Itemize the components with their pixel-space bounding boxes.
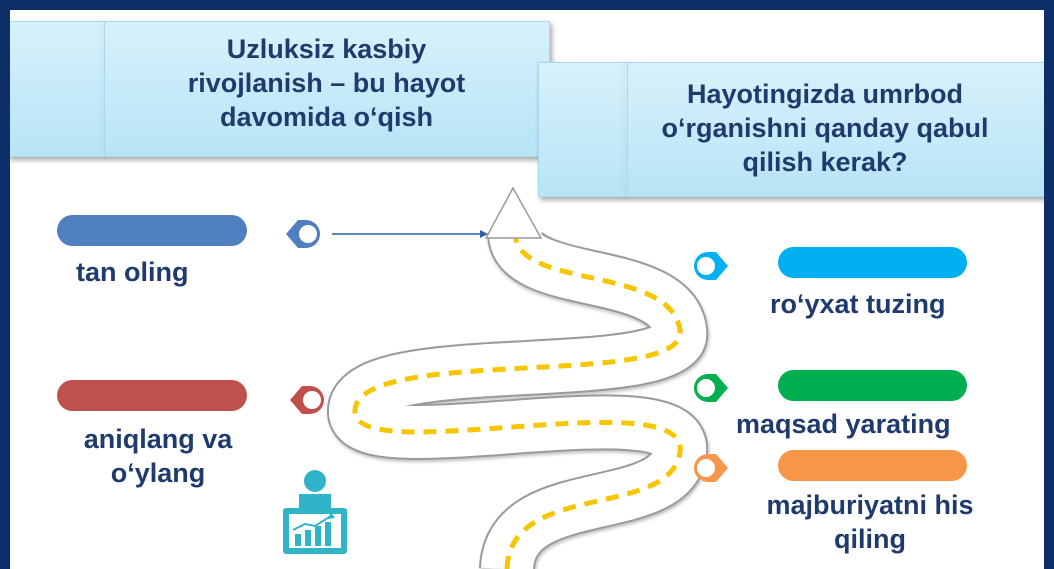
title-right: Hayotingizda umrbod o‘rganishni qanday q… <box>661 79 989 177</box>
title-box-left: Uzluksiz kasbiy rivojlanish – bu hayot d… <box>10 21 550 157</box>
arrow-up-icon <box>484 186 543 239</box>
presenter-chart-icon <box>283 470 347 554</box>
label-royxat: ro‘yxat tuzing <box>770 289 946 319</box>
pill-royxat <box>778 247 967 278</box>
marker-tan-oling-icon <box>286 220 320 248</box>
label-tan-oling: tan oling <box>76 257 189 287</box>
pill-majburiyat <box>778 450 967 481</box>
title-box-right: Hayotingizda umrbod o‘rganishni qanday q… <box>538 62 1044 197</box>
label-maqsad: maqsad yarating <box>736 409 951 439</box>
pill-maqsad <box>778 370 967 401</box>
road-diagram <box>327 186 708 569</box>
marker-maqsad-icon <box>694 374 728 402</box>
label-majburiyat: majburiyatni his qiling <box>766 490 974 554</box>
pill-aniqlang <box>57 380 247 411</box>
marker-majburiyat-icon <box>694 454 728 482</box>
slide: Uzluksiz kasbiy rivojlanish – bu hayot d… <box>10 10 1044 569</box>
marker-royxat-icon <box>694 252 728 280</box>
marker-aniqlang-icon <box>290 386 324 414</box>
pill-tan-oling <box>57 215 247 246</box>
label-aniqlang: aniqlang va o‘ylang <box>83 424 233 488</box>
title-left: Uzluksiz kasbiy rivojlanish – bu hayot d… <box>187 34 466 132</box>
road <box>327 228 708 569</box>
